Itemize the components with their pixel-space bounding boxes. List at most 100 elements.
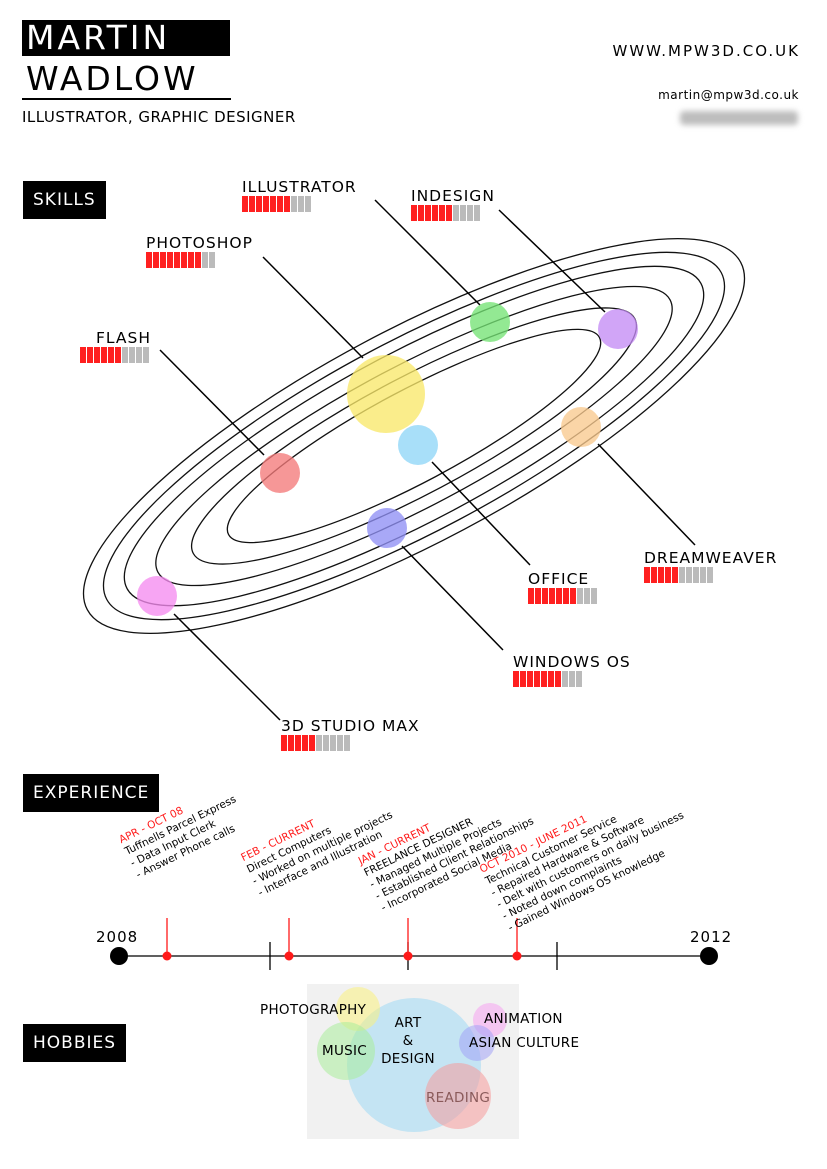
planet-3dstudio [137, 576, 177, 616]
bar-segment-filled [555, 671, 561, 687]
bar-segment-empty [591, 588, 597, 604]
bar-segment-empty [305, 196, 311, 212]
skill-office: OFFICE [528, 570, 597, 604]
bar-segment-filled [284, 196, 290, 212]
bar-segment-empty [562, 671, 568, 687]
skill-illustrator: ILLUSTRATOR [242, 178, 357, 212]
bar-segment-filled [146, 252, 152, 268]
name-underline [22, 98, 231, 100]
bar-segment-empty [686, 567, 692, 583]
hobbies-heading: HOBBIES [23, 1024, 127, 1062]
connector-3dstudio [173, 613, 281, 721]
connector-flash [159, 349, 265, 456]
bar-segment-filled [249, 196, 255, 212]
bar-segment-empty [337, 735, 343, 751]
timeline-end-year: 2012 [690, 928, 733, 946]
bar-segment-filled [418, 205, 424, 221]
skill-name: DREAMWEAVER [644, 549, 778, 567]
skill-3d-studio-max: 3D STUDIO MAX [281, 717, 420, 751]
website-link[interactable]: WWW.MPW3D.CO.UK [612, 42, 800, 60]
bar-segment-filled [432, 205, 438, 221]
orbit-ring [102, 251, 726, 621]
email-link[interactable]: martin@mpw3d.co.uk [658, 88, 799, 102]
bar-segment-filled [160, 252, 166, 268]
hobby-art: ART [394, 1015, 422, 1031]
bar-segment-empty [577, 588, 583, 604]
bar-segment-empty [344, 735, 350, 751]
bar-segment-filled [439, 205, 445, 221]
skill-bar [513, 671, 631, 687]
timeline-start-year: 2008 [96, 928, 139, 946]
bar-segment-filled [281, 735, 287, 751]
hobby-photography: PHOTOGRAPHY [260, 1002, 367, 1018]
bar-segment-filled [181, 252, 187, 268]
skill-name: WINDOWS OS [513, 653, 631, 671]
bar-segment-filled [174, 252, 180, 268]
bar-segment-filled [80, 347, 86, 363]
bar-segment-filled [188, 252, 194, 268]
bar-segment-empty [700, 567, 706, 583]
last-name: WADLOW [26, 59, 199, 98]
hobby-animation: ANIMATION [484, 1011, 563, 1027]
bar-segment-filled [309, 735, 315, 751]
bar-segment-filled [270, 196, 276, 212]
bar-segment-filled [535, 588, 541, 604]
hobby-asian-culture: ASIAN CULTURE [469, 1035, 580, 1051]
bar-segment-filled [528, 588, 534, 604]
bar-segment-filled [541, 671, 547, 687]
bar-segment-empty [584, 588, 590, 604]
bar-segment-empty [707, 567, 713, 583]
planet-office [398, 425, 438, 465]
bar-segment-filled [242, 196, 248, 212]
skill-bar [644, 567, 777, 583]
bar-segment-filled [527, 671, 533, 687]
bar-segment-empty [316, 735, 322, 751]
bar-segment-filled [425, 205, 431, 221]
bar-segment-filled [101, 347, 107, 363]
redacted-phone [680, 111, 798, 125]
bar-segment-empty [136, 347, 142, 363]
bar-segment-filled [153, 252, 159, 268]
bar-segment-empty [291, 196, 297, 212]
planet-flash [260, 453, 300, 493]
bar-segment-empty [453, 205, 459, 221]
bar-segment-empty [122, 347, 128, 363]
bar-segment-filled [108, 347, 114, 363]
first-name: MARTIN [22, 20, 230, 56]
bar-segment-empty [467, 205, 473, 221]
bar-segment-filled [513, 671, 519, 687]
experience-heading: EXPERIENCE [23, 774, 160, 812]
hobby-reading: READING [426, 1090, 491, 1106]
skill-name: INDESIGN [411, 187, 495, 205]
bar-segment-filled [556, 588, 562, 604]
bar-segment-empty [576, 671, 582, 687]
connector-illustrator [374, 199, 481, 306]
skill-bar [80, 347, 151, 363]
job-title: ILLUSTRATOR, GRAPHIC DESIGNER [22, 108, 296, 126]
bar-segment-filled [542, 588, 548, 604]
bar-segment-filled [665, 567, 671, 583]
bar-segment-filled [295, 735, 301, 751]
bar-segment-filled [167, 252, 173, 268]
bar-segment-filled [263, 196, 269, 212]
skill-name: 3D STUDIO MAX [281, 717, 420, 735]
skill-bar [411, 205, 495, 221]
bar-segment-filled [549, 588, 555, 604]
bar-segment-filled [644, 567, 650, 583]
bar-segment-empty [129, 347, 135, 363]
bar-segment-filled [288, 735, 294, 751]
connector-office [431, 461, 531, 566]
bar-segment-filled [411, 205, 417, 221]
bar-segment-empty [323, 735, 329, 751]
connector-dreamweaver [597, 443, 696, 546]
skill-bar [146, 252, 253, 268]
planet-illustrator [470, 302, 510, 342]
bar-segment-empty [679, 567, 685, 583]
bar-segment-empty [460, 205, 466, 221]
bar-segment-empty [143, 347, 149, 363]
bar-segment-filled [256, 196, 262, 212]
orbit-ring [82, 238, 746, 634]
bar-segment-empty [298, 196, 304, 212]
bar-segment-filled [115, 347, 121, 363]
skill-bar [242, 196, 357, 212]
